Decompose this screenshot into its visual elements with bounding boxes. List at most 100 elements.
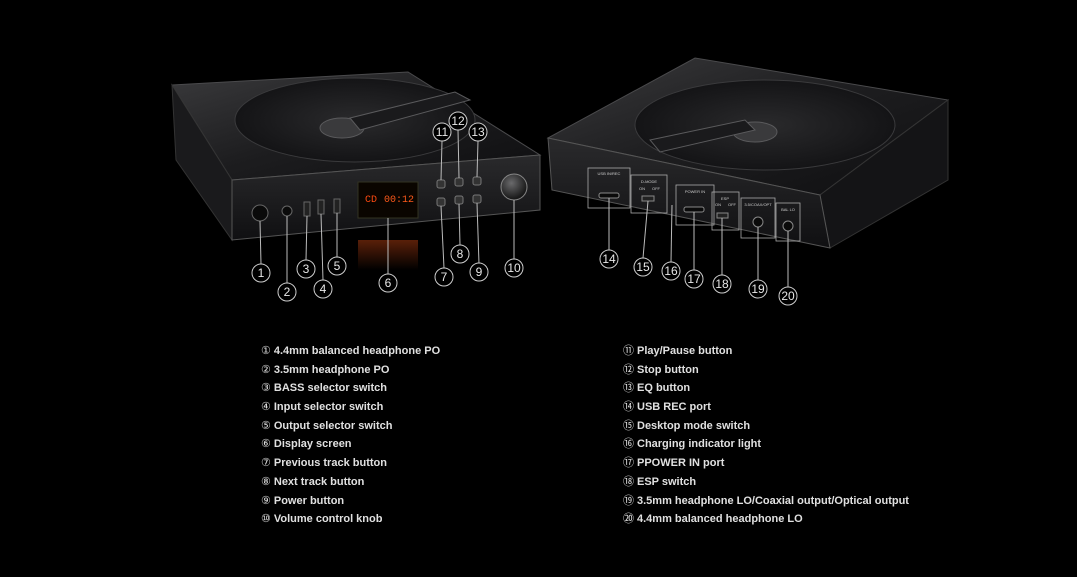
callout-17: 17 (684, 269, 704, 289)
callout-4: 4 (313, 279, 333, 299)
callout-7: 7 (434, 267, 454, 287)
legend-number: ⑦ (261, 457, 271, 470)
usb-rec-label: USB IN/REC (598, 171, 621, 176)
d-mode-switch-icon (641, 195, 655, 202)
callout-3: 3 (296, 259, 316, 279)
usb-port-icon (598, 192, 620, 199)
d-mode-panel (630, 174, 668, 214)
legend-number: ⑧ (261, 475, 271, 488)
legend-text: Display screen (273, 438, 352, 451)
legend-text: Play/Pause button (637, 345, 733, 357)
esp-panel (711, 191, 740, 231)
callout-14: 14 (599, 249, 619, 269)
legend-number: ⑰ (623, 457, 634, 470)
legend-text: USB REC port (637, 401, 711, 414)
legend-number: ① (261, 345, 271, 357)
legend-text: 3.5mm headphone LO/Coaxial output/Optica… (637, 494, 909, 507)
lo-output-jack-icon (752, 216, 764, 228)
legend-text: ESP switch (637, 475, 697, 488)
power-button (472, 194, 482, 204)
legend-text: Next track button (273, 475, 365, 488)
display-screen (357, 181, 419, 219)
rear-leader-lines (608, 198, 789, 287)
callout-10: 10 (504, 258, 524, 278)
callout-5: 5 (327, 256, 347, 276)
callout-12: 12 (448, 111, 468, 131)
svg-text:11: 11 (436, 125, 449, 139)
svg-text:14: 14 (602, 252, 616, 266)
legend-number: ⑯ (623, 438, 634, 451)
legend-text: 3.5mm headphone PO (273, 363, 390, 376)
callout-9: 9 (469, 262, 489, 282)
callout-19: 19 (748, 279, 768, 299)
legend-text: EQ button (637, 382, 691, 395)
power-in-port-icon (683, 206, 705, 213)
display-time-text: 00:12 (384, 195, 414, 206)
legend-text: Volume control knob (273, 513, 383, 526)
legend-text: Charging indicator light (637, 438, 762, 451)
legend-text: BASS selector switch (273, 382, 387, 395)
output-switch-icon (333, 198, 341, 214)
esp-switch-icon (716, 212, 729, 219)
callout-1: 1 (251, 263, 271, 283)
svg-text:9: 9 (476, 265, 483, 279)
rear-device: USB IN/REC D-MODE ON OFF POWER IN ESP ON… (546, 57, 950, 287)
svg-text:1: 1 (258, 266, 265, 280)
svg-text:18: 18 (715, 277, 729, 291)
legend-text: Desktop mode switch (637, 419, 751, 432)
legend-number: ④ (261, 401, 271, 414)
callouts: 1 2 3 4 5 6 7 8 9 10 11 12 13 14 15 16 1… (251, 111, 798, 306)
svg-text:6: 6 (385, 276, 392, 290)
next-track-button (454, 195, 464, 205)
legend-number: ⑩ (261, 513, 271, 526)
callout-20: 20 (778, 286, 798, 306)
d-mode-label: D-MODE (641, 179, 658, 184)
front-device-clamp-arm (349, 91, 472, 131)
svg-text:17: 17 (687, 272, 701, 286)
callout-15: 15 (633, 257, 653, 277)
play-pause-button (436, 179, 446, 189)
prev-track-button (436, 197, 446, 207)
svg-text:13: 13 (471, 125, 485, 139)
svg-text:12: 12 (451, 114, 465, 128)
front-device: CD 00:12 (171, 71, 542, 283)
legend-number: ⑥ (261, 438, 271, 451)
esp-off-label: OFF (728, 202, 737, 207)
svg-text:3: 3 (303, 262, 310, 276)
callout-16: 16 (661, 261, 681, 281)
svg-text:4: 4 (320, 282, 327, 296)
rear-device-clamp-arm (649, 119, 756, 153)
bal-lo-label: BAL LO (781, 207, 795, 212)
d-mode-off-label: OFF (652, 186, 661, 191)
legend-text: Previous track button (273, 457, 387, 470)
legend-number: ⑲ (623, 494, 634, 507)
volume-knob (500, 173, 528, 201)
callout-11: 11 (432, 122, 452, 142)
svg-text:19: 19 (751, 282, 765, 296)
svg-text:7: 7 (441, 270, 448, 284)
eq-button (472, 176, 482, 186)
callout-13: 13 (468, 122, 488, 142)
esp-on-label: ON (715, 202, 721, 207)
svg-text:8: 8 (457, 247, 464, 261)
d-mode-on-label: ON (639, 186, 645, 191)
svg-text:20: 20 (781, 289, 795, 303)
legend-text: Power button (273, 494, 345, 507)
power-in-label: POWER IN (685, 189, 705, 194)
legend-number: ② (261, 363, 271, 376)
legend-number: ⑬ (623, 382, 634, 395)
callout-2: 2 (277, 282, 297, 302)
legend-number: ⑫ (623, 363, 634, 376)
callout-18: 18 (712, 274, 732, 294)
